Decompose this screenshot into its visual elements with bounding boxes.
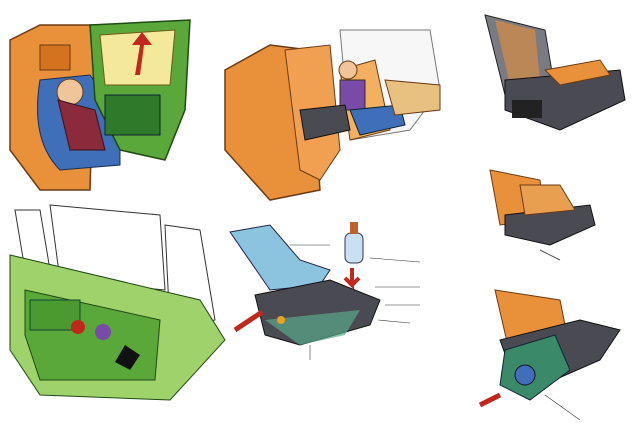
sketch-rear-bench (224, 29, 441, 201)
sketch-door-pocket (9, 204, 226, 401)
sketch-console-mid (489, 169, 596, 261)
arrow-up-icon (132, 32, 152, 75)
arrow-out-icon (233, 309, 264, 333)
sketch-console-unfolded (478, 289, 621, 421)
sketch-console-detail (229, 222, 421, 360)
sketch-child-seat-in-car (9, 19, 191, 191)
sketch-console-folded (484, 14, 626, 131)
